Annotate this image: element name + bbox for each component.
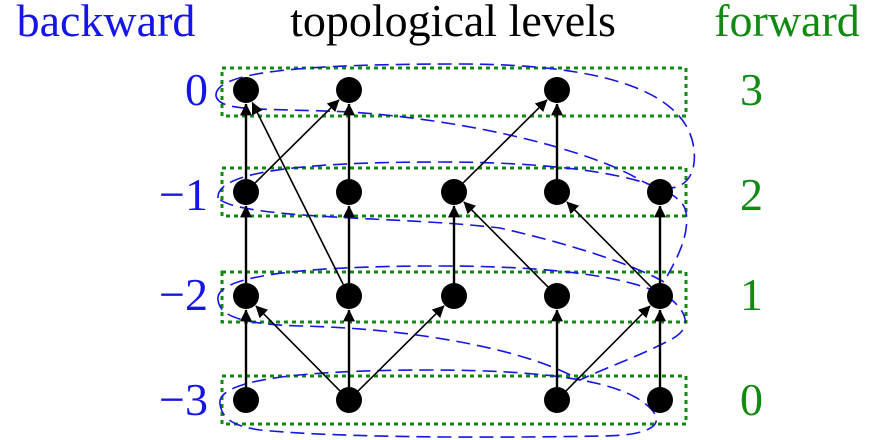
node-n21 xyxy=(336,283,362,309)
node-n12 xyxy=(441,179,467,205)
node-n22 xyxy=(441,283,467,309)
header-title: topological levels xyxy=(290,0,616,46)
edges xyxy=(240,99,666,392)
edge-n33-n24 xyxy=(565,305,651,392)
forward-label-3: 3 xyxy=(740,64,763,115)
node-n14 xyxy=(647,179,673,205)
backward-label-2: −2 xyxy=(159,269,208,320)
edge-n12-n03 xyxy=(462,99,548,184)
node-n34 xyxy=(647,387,673,413)
edge-n31-n22 xyxy=(357,305,445,392)
backward-label-0: 0 xyxy=(185,64,208,115)
edge-n10-n01 xyxy=(254,99,340,184)
backward-level-contour-2 xyxy=(217,265,687,381)
header-backward: backward xyxy=(17,0,196,46)
forward-label-2: 2 xyxy=(740,169,763,220)
node-n11 xyxy=(336,179,362,205)
forward-label-0: 0 xyxy=(740,374,763,425)
nodes xyxy=(233,77,673,413)
node-n31 xyxy=(336,387,362,413)
node-n13 xyxy=(544,179,570,205)
edge-n31-n20 xyxy=(255,305,341,392)
node-n20 xyxy=(233,283,259,309)
level-labels: 0 −1 −2 −3 3 2 1 0 xyxy=(159,64,763,425)
node-n24 xyxy=(647,283,673,309)
edge-n21-n00 xyxy=(251,101,344,285)
node-n30 xyxy=(233,387,259,413)
node-n23 xyxy=(544,283,570,309)
header-forward: forward xyxy=(714,0,860,46)
backward-label-1: −1 xyxy=(159,169,208,220)
forward-level-box-0 xyxy=(220,374,688,426)
forward-label-1: 1 xyxy=(740,269,763,320)
node-n33 xyxy=(544,387,570,413)
node-n03 xyxy=(544,77,570,103)
edge-n23-n12 xyxy=(463,201,549,288)
node-n10 xyxy=(233,179,259,205)
node-n00 xyxy=(233,77,259,103)
backward-level-contour-3 xyxy=(219,369,658,438)
backward-label-3: −3 xyxy=(159,374,208,425)
backward-level-contour-0 xyxy=(215,63,696,189)
forward-level-box-3 xyxy=(220,66,688,118)
node-n01 xyxy=(336,77,362,103)
backward-level-contour-1 xyxy=(217,161,688,284)
edge-n24-n13 xyxy=(566,201,652,288)
